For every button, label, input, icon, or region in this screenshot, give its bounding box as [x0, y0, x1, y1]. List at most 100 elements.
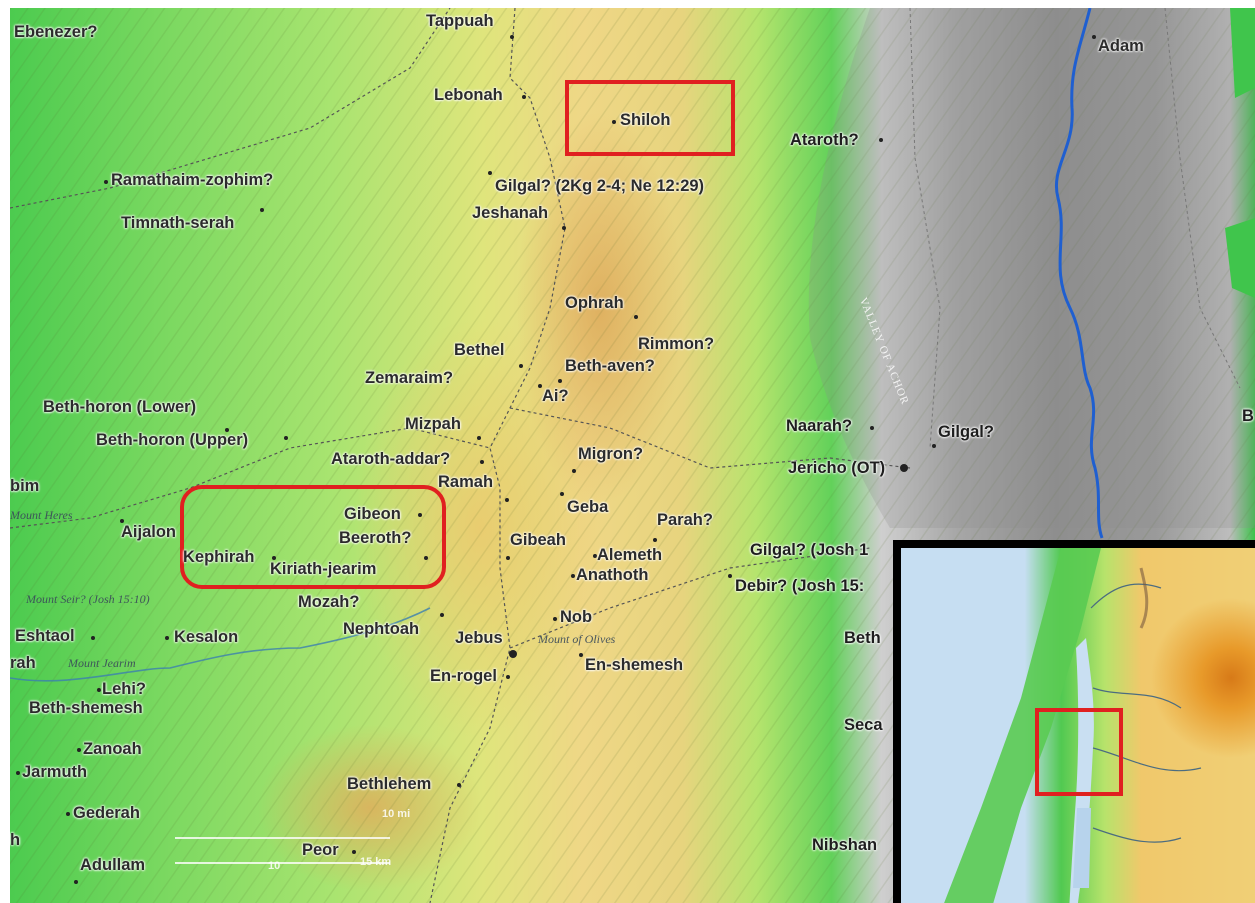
jordan-river — [1055, 8, 1104, 539]
label-parah: Parah? — [657, 511, 713, 529]
label-beth-horon-lower: Beth-horon (Lower) — [43, 398, 197, 416]
place-dot — [97, 688, 101, 692]
label-mount-seir: Mount Seir? (Josh 15:10) — [26, 592, 150, 606]
label-aijalon: Aijalon — [121, 523, 177, 541]
label-bim: bim — [10, 477, 40, 495]
place-dot — [418, 513, 422, 517]
place-dot — [77, 748, 81, 752]
label-gilgal-josh: Gilgal? (Josh 1 — [750, 541, 869, 559]
label-shiloh: Shiloh — [620, 111, 671, 129]
scale-km: 15 km — [360, 856, 392, 868]
place-dot — [440, 613, 444, 617]
label-beth-shemesh: Beth-shemesh — [29, 699, 143, 717]
label-ataroth: Ataroth? — [790, 131, 859, 149]
place-dot — [558, 379, 562, 383]
label-bethlehem: Bethlehem — [347, 775, 432, 793]
label-lehi: Lehi? — [102, 680, 146, 698]
place-dot — [477, 436, 481, 440]
place-dot — [104, 180, 108, 184]
place-dot — [505, 498, 509, 502]
label-nibshan: Nibshan — [812, 836, 878, 854]
place-dot — [653, 538, 657, 542]
label-ataroth-addar: Ataroth-addar? — [331, 450, 451, 468]
place-dot — [506, 675, 510, 679]
label-ramah: Ramah — [438, 473, 494, 491]
kiriath-jearim-highlight-box — [180, 485, 446, 589]
place-dot — [488, 171, 492, 175]
place-dot — [538, 384, 542, 388]
label-ophrah: Ophrah — [565, 294, 624, 312]
label-anathoth: Anathoth — [576, 566, 649, 584]
place-dot — [634, 315, 638, 319]
label-kephirah: Kephirah — [183, 548, 255, 566]
label-mount-olives: Mount of Olives — [538, 632, 616, 646]
label-peor: Peor — [302, 841, 339, 859]
place-dot — [165, 636, 169, 640]
place-dot — [510, 35, 514, 39]
terrain-relief — [10, 8, 1255, 903]
shiloh-highlight-box — [565, 80, 735, 156]
label-adam: Adam — [1098, 37, 1144, 55]
label-gilgal: Gilgal? — [938, 423, 994, 441]
label-beeroth: Beeroth? — [339, 529, 412, 547]
label-zanoah: Zanoah — [83, 740, 142, 758]
label-seca: Seca — [844, 716, 883, 734]
place-dot — [120, 519, 124, 523]
label-geba: Geba — [567, 498, 609, 516]
label-ramathaim-zophim: Ramathaim-zophim? — [111, 171, 274, 189]
label-jarmuth: Jarmuth — [22, 763, 88, 781]
place-dot — [225, 428, 229, 432]
label-migron: Migron? — [578, 445, 644, 463]
label-nephtoah: Nephtoah — [343, 620, 420, 638]
map-view[interactable]: Ebenezer? Tappuah Adam Lebonah Shiloh At… — [10, 8, 1255, 903]
place-dot — [870, 426, 874, 430]
scale-miles: 10 mi — [382, 808, 411, 820]
label-zemaraim: Zemaraim? — [365, 369, 454, 387]
place-dot-major — [900, 464, 908, 472]
place-dot — [506, 556, 510, 560]
label-naarah: Naarah? — [786, 417, 853, 435]
label-eshtaol: Eshtaol — [15, 627, 75, 645]
label-ai: Ai? — [542, 387, 569, 405]
place-dot — [16, 771, 20, 775]
label-gibeon: Gibeon — [344, 505, 401, 523]
label-gederah: Gederah — [73, 804, 140, 822]
place-dot — [272, 556, 276, 560]
place-dot — [571, 574, 575, 578]
place-dot — [593, 554, 597, 558]
place-dot — [579, 653, 583, 657]
label-mizpah: Mizpah — [405, 415, 461, 433]
place-dot — [562, 226, 566, 230]
label-kesalon: Kesalon — [174, 628, 239, 646]
place-dot — [352, 850, 356, 854]
inset-terrain — [944, 548, 1202, 903]
label-debir: Debir? (Josh 15: — [735, 577, 865, 595]
place-dot — [932, 444, 936, 448]
place-dot — [879, 138, 883, 142]
label-lebonah: Lebonah — [434, 86, 503, 104]
label-rah: rah — [10, 654, 36, 672]
place-dot — [522, 95, 526, 99]
place-dot — [728, 574, 732, 578]
label-jericho: Jericho (OT) — [788, 459, 886, 477]
label-mozah: Mozah? — [298, 593, 360, 611]
label-b-edge: B — [1242, 407, 1254, 425]
label-alemeth: Alemeth — [597, 546, 663, 564]
label-beth-horon-upper: Beth-horon (Upper) — [96, 431, 249, 449]
place-dot — [457, 783, 461, 787]
place-dot — [74, 880, 78, 884]
place-dot — [553, 617, 557, 621]
label-beth-aven: Beth-aven? — [565, 357, 655, 375]
label-gilgal-2kg: Gilgal? (2Kg 2-4; Ne 12:29) — [495, 177, 705, 195]
label-adullam: Adullam — [80, 856, 146, 874]
label-h: h — [10, 831, 21, 849]
scale-zero: 10 — [268, 860, 281, 872]
label-en-shemesh: En-shemesh — [585, 656, 684, 674]
place-dot-major — [509, 650, 517, 658]
place-dot — [480, 460, 484, 464]
label-rimmon: Rimmon? — [638, 335, 715, 353]
label-ebenezer: Ebenezer? — [14, 23, 98, 41]
label-beth-partial: Beth — [844, 629, 881, 647]
label-gibeah: Gibeah — [510, 531, 566, 549]
place-dot — [91, 636, 95, 640]
